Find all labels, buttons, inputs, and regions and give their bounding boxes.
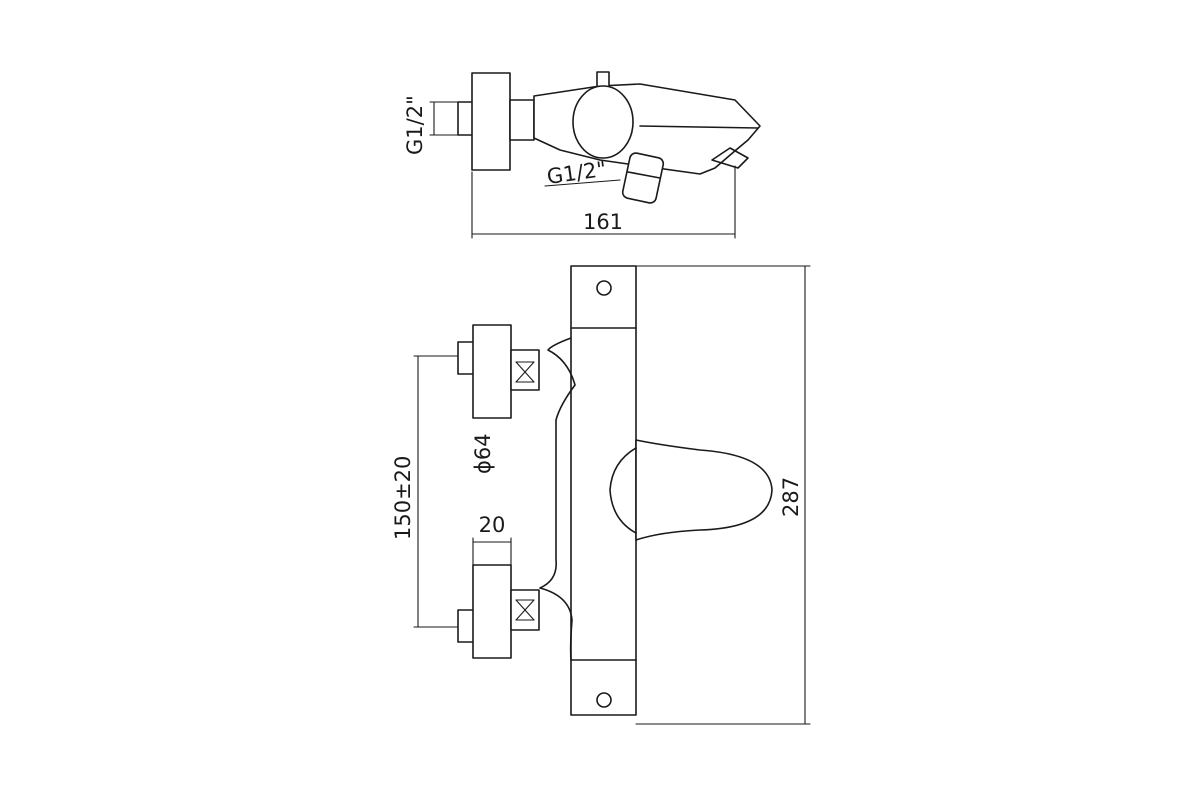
front-lower-inlet-stub bbox=[457, 609, 475, 643]
front-top-screw-icon bbox=[596, 280, 612, 296]
side-handle-knob bbox=[572, 85, 634, 159]
dim-flange-thickness: 20 bbox=[479, 513, 506, 537]
front-lower-flange bbox=[472, 564, 512, 659]
side-connector bbox=[509, 99, 535, 141]
side-diverter-line bbox=[627, 171, 661, 179]
front-handle bbox=[635, 439, 773, 541]
side-aerator bbox=[711, 147, 749, 169]
dim-spout-outlet-thread: G1/2" bbox=[545, 157, 607, 189]
dim-side-width: 161 bbox=[583, 210, 623, 234]
side-wall-flange bbox=[471, 72, 511, 171]
front-handle-curve bbox=[609, 447, 637, 534]
front-lower-hex-icon bbox=[515, 599, 535, 621]
dim-outlet-leader bbox=[544, 179, 621, 187]
side-view: G1/2" G1/2" 161 bbox=[403, 71, 761, 239]
side-inlet-stub bbox=[457, 101, 474, 136]
front-upper-connector bbox=[510, 349, 540, 391]
dim-inlet-center-distance: 150±20 bbox=[391, 456, 415, 540]
front-upper-hex-icon bbox=[515, 361, 535, 383]
front-view: ϕ64 20 150±20 287 bbox=[391, 265, 811, 725]
front-upper-flange bbox=[472, 324, 512, 419]
front-upper-inlet-stub bbox=[457, 341, 475, 375]
front-inner-curve bbox=[539, 337, 576, 661]
front-body bbox=[570, 265, 637, 716]
dim-body-height: 287 bbox=[779, 477, 803, 517]
side-diverter bbox=[621, 152, 665, 204]
dim-flange-diameter: ϕ64 bbox=[471, 433, 495, 474]
side-spout-line bbox=[639, 125, 759, 129]
dim-side-inlet-thread: G1/2" bbox=[403, 95, 427, 155]
front-bottom-screw-icon bbox=[596, 692, 612, 708]
